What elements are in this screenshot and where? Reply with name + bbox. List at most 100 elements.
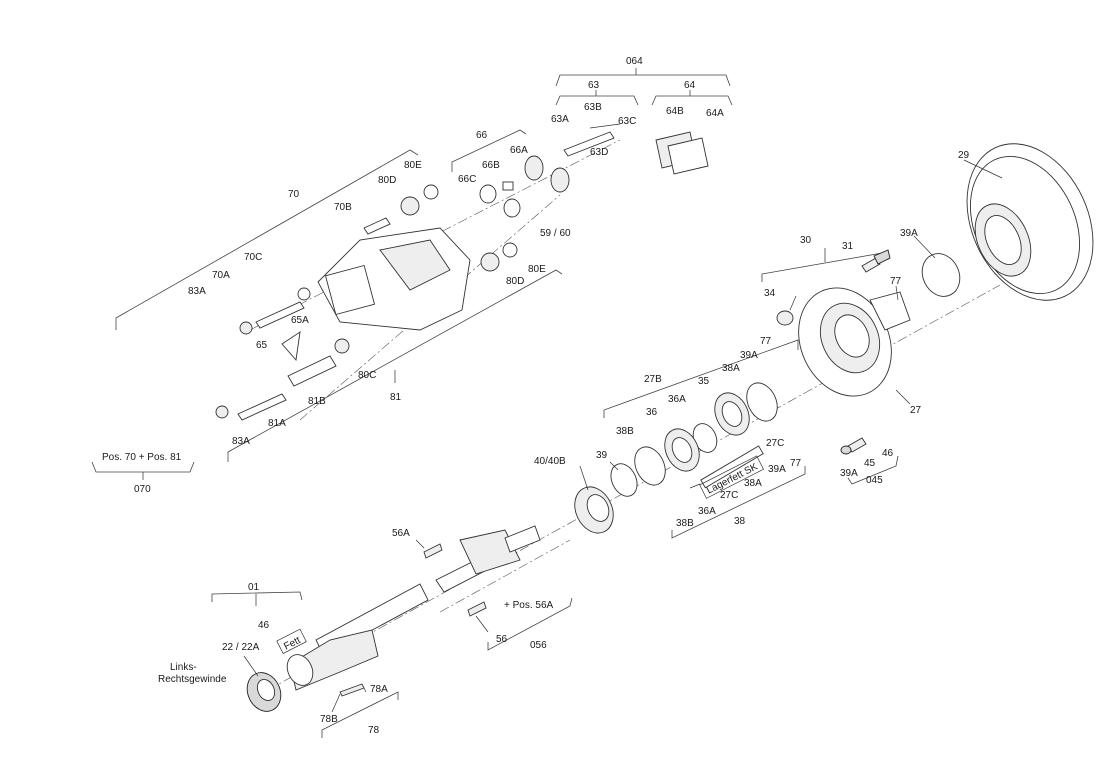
label-27: 27 — [910, 405, 922, 416]
label-78: 78 — [368, 725, 380, 736]
label-77-mid: 77 — [760, 336, 772, 347]
bolt-56A — [423, 543, 443, 559]
label-064: 064 — [626, 56, 643, 67]
label-65: 65 — [256, 340, 268, 351]
label-36A-low: 36A — [698, 506, 716, 517]
label-81: 81 — [390, 392, 402, 403]
screw-45 — [840, 437, 867, 455]
label-39A-mid: 39A — [740, 350, 758, 361]
bracket-27B — [603, 339, 799, 418]
label-38B-top: 38B — [616, 426, 634, 437]
brake-pads-64 — [655, 131, 709, 175]
wheel-hub-27 — [798, 287, 911, 397]
bearing-36 — [664, 428, 700, 472]
label-045: 045 — [866, 475, 883, 486]
guide-pins — [215, 217, 391, 421]
axle-housing-01 — [286, 629, 379, 691]
label-38A-low: 38A — [744, 478, 762, 489]
bearing-ring-38A — [746, 382, 778, 422]
label-35: 35 — [698, 376, 710, 387]
label-22-22A: 22 / 22A — [222, 642, 260, 653]
label-38A-top: 38A — [722, 363, 740, 374]
label-29: 29 — [958, 150, 970, 161]
seals-80 — [334, 184, 518, 354]
label-78A: 78A — [370, 684, 388, 695]
label-rechtsgewinde: Rechtsgewinde — [158, 674, 227, 685]
label-34: 34 — [764, 288, 776, 299]
label-frames — [276, 455, 764, 654]
label-80E-top: 80E — [404, 160, 422, 171]
bracket-78 — [321, 691, 399, 738]
label-63: 63 — [588, 80, 600, 91]
label-63C: 63C — [618, 116, 636, 127]
axle-stub-56 — [435, 525, 541, 593]
label-63D: 63D — [590, 147, 608, 158]
frame-fett — [276, 628, 307, 654]
label-64: 64 — [684, 80, 696, 91]
label-27C-top: 27C — [766, 438, 784, 449]
label-pos-70-81: Pos. 70 + Pos. 81 — [102, 452, 182, 463]
grease-tube-lagerfett — [689, 445, 764, 489]
hub-cap-40 — [574, 486, 614, 534]
label-31: 31 — [842, 241, 854, 252]
bracket-064 — [555, 74, 731, 87]
leader-lines — [243, 159, 1003, 713]
label-83A-bot: 83A — [232, 436, 250, 447]
label-70: 70 — [288, 189, 300, 200]
assembly-axes — [249, 139, 1001, 691]
label-fett: Fett — [282, 635, 303, 653]
label-66B: 66B — [482, 160, 500, 171]
brake-disc-29 — [966, 143, 1094, 301]
label-81A: 81A — [268, 418, 286, 429]
label-30: 30 — [800, 235, 812, 246]
label-65A: 65A — [291, 315, 309, 326]
seal-39 — [610, 463, 638, 497]
label-46-right: 46 — [882, 448, 894, 459]
nut-34 — [776, 310, 794, 326]
label-66: 66 — [476, 130, 488, 141]
label-64B: 64B — [666, 106, 684, 117]
bracket-64 — [651, 95, 733, 106]
label-83A-top: 83A — [188, 286, 206, 297]
label-56A: 56A — [392, 528, 410, 539]
label-39: 39 — [596, 450, 608, 461]
label-70A: 70A — [212, 270, 230, 281]
bracket-01 — [211, 591, 303, 602]
label-39A-right: 39A — [840, 468, 858, 479]
bracket-81 — [227, 269, 563, 462]
label-39A-low: 39A — [768, 464, 786, 475]
label-36: 36 — [646, 407, 658, 418]
label-pos-56A: + Pos. 56A — [504, 600, 554, 611]
label-80C: 80C — [358, 370, 376, 381]
label-056: 056 — [530, 640, 547, 651]
label-66C: 66C — [458, 174, 476, 185]
seal-ring-39A — [921, 253, 961, 297]
label-80E-mid: 80E — [528, 264, 546, 275]
label-70C: 70C — [244, 252, 262, 263]
label-56: 56 — [496, 634, 508, 645]
label-63B: 63B — [584, 102, 602, 113]
brake-caliper — [317, 227, 471, 331]
label-78B: 78B — [320, 714, 338, 725]
label-36A-top: 36A — [668, 394, 686, 405]
label-01: 01 — [248, 582, 260, 593]
pad-spring-63 — [563, 123, 621, 157]
label-45: 45 — [864, 458, 876, 469]
label-links: Links- — [170, 662, 197, 673]
label-80D-top: 80D — [378, 175, 396, 186]
label-40-40B: 40/40B — [534, 456, 566, 467]
label-64A: 64A — [706, 108, 724, 119]
bracket-070 — [91, 461, 195, 473]
label-27B: 27B — [644, 374, 662, 385]
bracket-045 — [847, 455, 899, 485]
bracket-70 — [115, 149, 419, 330]
bracket-63 — [555, 95, 639, 106]
label-77-low: 77 — [790, 458, 802, 469]
label-59-60: 59 / 60 — [540, 228, 571, 239]
bracket-056 — [487, 597, 573, 651]
pin-78 — [339, 683, 365, 697]
label-38: 38 — [734, 516, 746, 527]
frame-lagerfett — [699, 455, 764, 499]
label-63A: 63A — [551, 114, 569, 125]
